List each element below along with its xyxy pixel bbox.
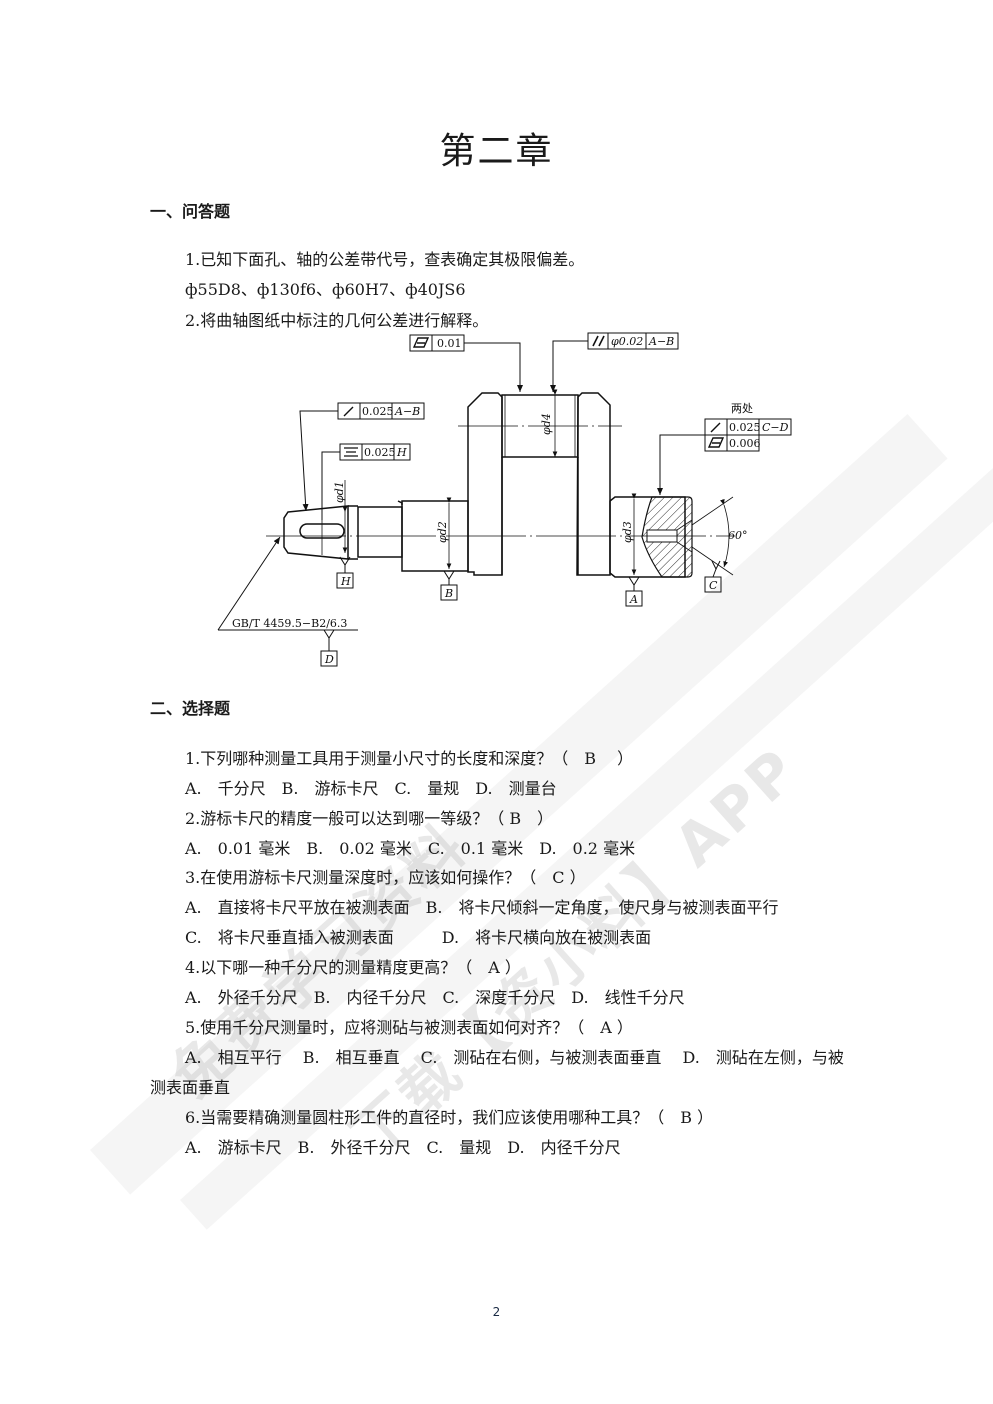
fcf-right-stack: 两处 0.025 C−D 0.006	[657, 402, 792, 495]
question-text: 2.将曲轴图纸中标注的几何公差进行解释。	[185, 311, 489, 330]
choice-options-4: A. 外径千分尺 B. 内径千分尺 C. 深度千分尺 D. 线性千分尺	[185, 988, 685, 1007]
svg-text:A−B: A−B	[648, 335, 674, 348]
svg-text:φd3: φd3	[621, 521, 634, 543]
datum-c: C	[704, 560, 722, 593]
choice-options-2: A. 0.01 毫米 B. 0.02 毫米 C. 0.1 毫米 D. 0.2 毫…	[185, 839, 636, 858]
choice-options-6: A. 游标卡尺 B. 外径千分尺 C. 量规 D. 内径千分尺	[185, 1138, 621, 1157]
svg-text:0.025: 0.025	[364, 446, 396, 459]
crankshaft-drawing: 0.01 φ0.02 A−B	[200, 325, 840, 675]
choice-question-3: 3.在使用游标卡尺测量深度时，应该如何操作？（ C ）	[185, 868, 586, 887]
svg-text:C: C	[709, 579, 718, 592]
svg-text:A−B: A−B	[394, 405, 420, 418]
fcf-parallelism-top: φ0.02 A−B	[550, 332, 679, 392]
center-hole-note: GB/T 4459.5−B2/6.3 D	[217, 536, 358, 667]
question-text: 1.已知下面孔、轴的公差带代号，查表确定其极限偏差。	[185, 250, 585, 269]
svg-text:H: H	[396, 446, 407, 459]
tolerance-codes: ф55D8、ф130f6、ф60H7、ф40JS6	[185, 280, 466, 299]
page-number: 2	[492, 1305, 501, 1319]
chapter-title: 第二章	[439, 131, 554, 172]
choice-question-5: 5.使用千分尺测量时，应将测砧与被测表面如何对齐？（ A ）	[185, 1018, 633, 1037]
svg-text:φd2: φd2	[436, 521, 449, 543]
choice-question-4: 4.以下哪一种千分尺的测量精度更高？（ A ）	[185, 958, 521, 977]
choice-question-1: 1.下列哪种测量工具用于测量小尺寸的长度和深度？（ B ）	[185, 749, 634, 768]
svg-text:φ0.02: φ0.02	[611, 335, 643, 348]
svg-text:C−D: C−D	[762, 421, 789, 434]
section-heading-choice: 二、选择题	[150, 699, 231, 718]
section-heading-qa: 一、问答题	[150, 202, 231, 221]
choice-options-3b: C. 将卡尺垂直插入被测表面 D. 将卡尺横向放在被测表面	[185, 928, 652, 947]
choice-question-2: 2.游标卡尺的精度一般可以达到哪一等级？（ B ）	[185, 809, 554, 828]
svg-text:A: A	[629, 593, 638, 606]
datum-a: A	[625, 576, 643, 607]
fcf-symmetry-left: 0.025 H	[321, 443, 411, 520]
fcf-runout-left: 0.025 A−B	[299, 402, 425, 512]
svg-text:0.025: 0.025	[729, 421, 761, 434]
svg-text:φd1: φd1	[333, 481, 346, 503]
svg-text:H: H	[340, 575, 351, 588]
svg-text:60°: 60°	[728, 529, 748, 542]
right-journal	[609, 496, 693, 578]
svg-text:D: D	[324, 653, 334, 666]
datum-h: H	[336, 556, 354, 589]
fcf-cylindricity-top: 0.01	[409, 334, 523, 392]
svg-text:两处: 两处	[731, 402, 753, 415]
svg-text:0.006: 0.006	[729, 437, 761, 450]
svg-text:0.025: 0.025	[362, 405, 394, 418]
svg-text:B: B	[444, 587, 453, 600]
datum-b: B	[440, 570, 458, 601]
svg-text:GB/T 4459.5−B2/6.3: GB/T 4459.5−B2/6.3	[232, 617, 347, 630]
svg-text:φd4: φd4	[540, 413, 553, 435]
choice-options-5a: A. 相互平行 B. 相互垂直 C. 测砧在右侧，与被测表面垂直 D. 测砧在左…	[185, 1048, 844, 1067]
choice-options-1: A. 千分尺 B. 游标卡尺 C. 量规 D. 测量台	[185, 779, 557, 798]
crank-body	[467, 392, 611, 576]
svg-text:0.01: 0.01	[437, 337, 462, 350]
choice-question-6: 6.当需要精确测量圆柱形工件的直径时，我们应该使用哪种工具？（ B ）	[185, 1108, 714, 1127]
choice-options-3a: A. 直接将卡尺平放在被测表面 B. 将卡尺倾斜一定角度，使尺身与被测表面平行	[185, 898, 779, 917]
choice-options-5b: 测表面垂直	[150, 1078, 231, 1097]
